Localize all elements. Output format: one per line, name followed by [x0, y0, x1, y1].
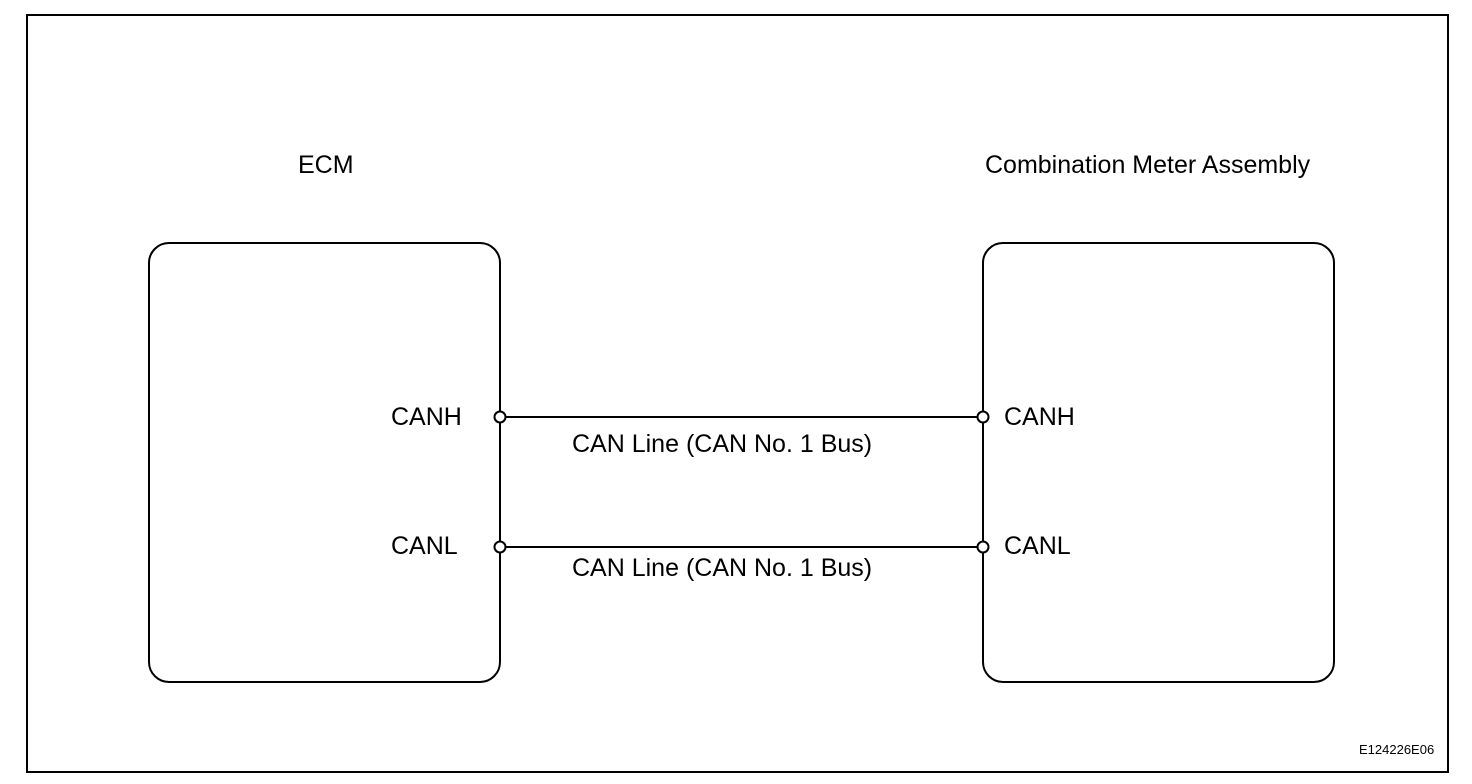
- ecm-canl-label: CANL: [391, 532, 458, 560]
- ecm-title: ECM: [298, 151, 354, 179]
- meter-canh-terminal: [976, 410, 990, 424]
- meter-canl-label: CANL: [1004, 532, 1071, 560]
- combination-meter-box: [982, 242, 1335, 683]
- figure-code: E124226E06: [1359, 742, 1435, 757]
- ecm-canh-label: CANH: [391, 403, 462, 431]
- frame-border: [26, 14, 1449, 773]
- ecm-box: [148, 242, 501, 683]
- canh-wire-label: CAN Line (CAN No. 1 Bus): [572, 430, 873, 458]
- canl-wire-label: CAN Line (CAN No. 1 Bus): [572, 554, 873, 582]
- meter-canh-label: CANH: [1004, 403, 1075, 431]
- ecm-canl-terminal: [493, 540, 507, 554]
- combination-meter-title: Combination Meter Assembly: [985, 151, 1311, 179]
- ecm-canh-terminal: [493, 410, 507, 424]
- meter-canl-terminal: [976, 540, 990, 554]
